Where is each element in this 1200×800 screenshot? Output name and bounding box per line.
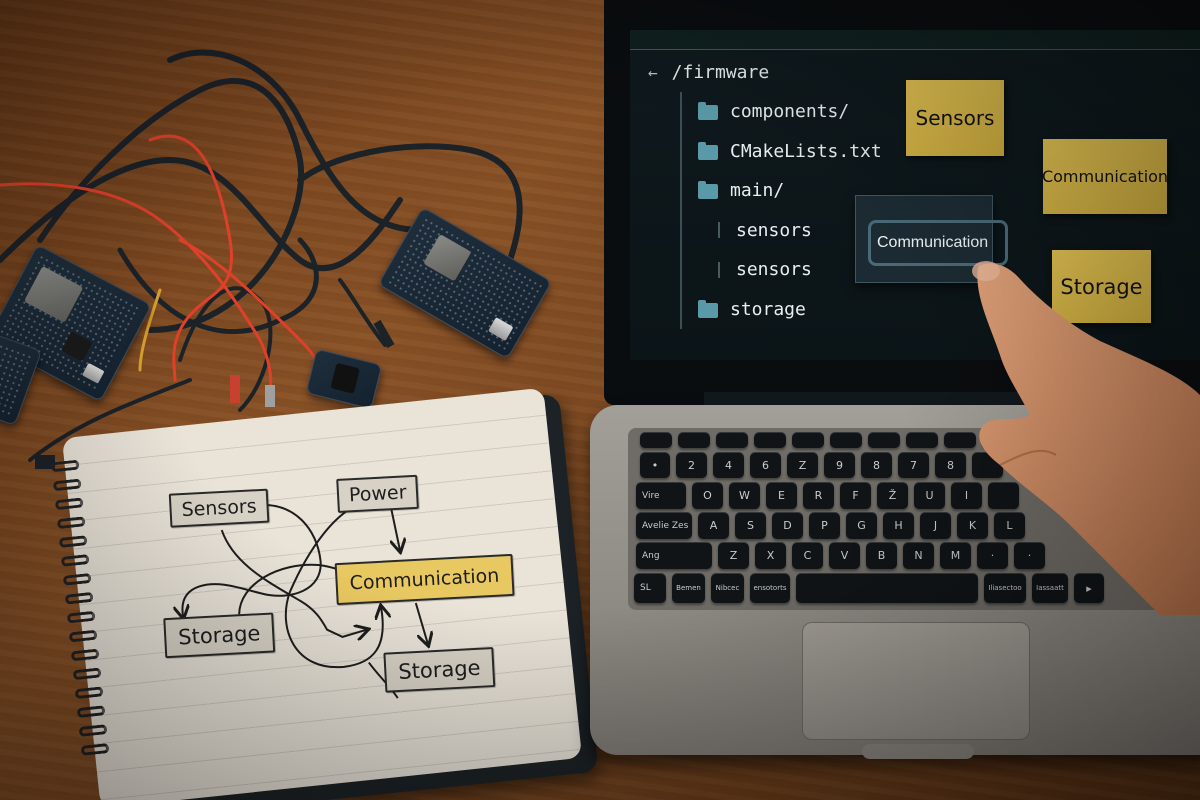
key[interactable]: Z — [718, 542, 749, 569]
key[interactable]: W — [729, 482, 760, 509]
key[interactable]: O — [692, 482, 723, 509]
tree-item-sensors-2[interactable]: sensors — [698, 250, 882, 290]
key-shift[interactable]: Ang — [636, 542, 712, 569]
key[interactable]: G — [846, 512, 877, 539]
file-tree-header: ← /firmware — [648, 60, 882, 84]
key-caps[interactable]: Avelie Zes — [636, 512, 692, 539]
key[interactable]: P — [809, 512, 840, 539]
key[interactable] — [716, 432, 748, 448]
key[interactable]: C — [792, 542, 823, 569]
key[interactable]: U — [914, 482, 945, 509]
key[interactable]: E — [766, 482, 797, 509]
screen-top-bar — [630, 30, 1200, 50]
back-arrow-icon[interactable]: ← — [648, 62, 658, 82]
key[interactable]: N — [903, 542, 934, 569]
key[interactable]: 9 — [824, 452, 855, 478]
key-row-numbers: • 2 4 6 Z 9 8 7 8 — [640, 452, 1003, 478]
sticky-note-storage[interactable]: Storage — [1052, 250, 1151, 323]
dragged-card-label: Communication — [868, 220, 1008, 266]
folder-icon — [698, 181, 718, 200]
tree-item-label: storage — [730, 298, 806, 320]
key[interactable]: D — [772, 512, 803, 539]
key-row-home: Avelie Zes A S D P G H J K L — [636, 512, 1025, 539]
key[interactable] — [640, 432, 672, 448]
key[interactable]: 6 — [750, 452, 781, 478]
tree-item-label: sensors — [736, 259, 812, 281]
diagram-box-storage-bottom: Storage — [383, 647, 496, 693]
key[interactable]: A — [698, 512, 729, 539]
key[interactable]: X — [755, 542, 786, 569]
dragged-communication-card[interactable]: Communication — [855, 195, 1008, 283]
key[interactable] — [982, 432, 1014, 448]
key[interactable] — [944, 432, 976, 448]
key-row-top-letters: Vire O W E R F Ž U I — [636, 482, 1019, 509]
key-row-function — [640, 432, 1014, 448]
key[interactable]: H — [883, 512, 914, 539]
laptop-opening-notch — [862, 744, 974, 759]
key[interactable] — [678, 432, 710, 448]
key[interactable]: · — [977, 542, 1008, 569]
tree-item-label: components/ — [730, 101, 850, 123]
key-fn[interactable]: SL — [634, 573, 666, 603]
tree-item-sensors-1[interactable]: sensors — [698, 211, 882, 251]
key-control[interactable]: Bemen — [672, 573, 705, 603]
diagram-box-storage-left: Storage — [163, 612, 276, 659]
key-command[interactable]: ensotorts — [750, 573, 790, 603]
key[interactable]: 8 — [861, 452, 892, 478]
folder-icon — [698, 102, 718, 121]
key[interactable]: V — [829, 542, 860, 569]
key[interactable]: B — [866, 542, 897, 569]
key[interactable]: 2 — [676, 452, 707, 478]
key[interactable] — [988, 482, 1019, 509]
key[interactable]: I — [951, 482, 982, 509]
key[interactable] — [754, 432, 786, 448]
key[interactable] — [868, 432, 900, 448]
tree-item-cmakelists[interactable]: CMakeLists.txt — [698, 132, 882, 172]
key-command-right[interactable]: Iliasectoo — [984, 573, 1026, 603]
key[interactable]: L — [994, 512, 1025, 539]
key-row-modifiers: SL Bemen Nibcec ensotorts Iliasectoo Ias… — [634, 573, 1104, 603]
key[interactable]: M — [940, 542, 971, 569]
file-tree-list: components/ CMakeLists.txt main/ sensors… — [680, 92, 882, 329]
key-row-bottom-letters: Ang Z X C V B N M · · — [636, 542, 1045, 569]
key[interactable]: 8 — [935, 452, 966, 478]
tree-item-components[interactable]: components/ — [698, 92, 882, 132]
key[interactable]: 4 — [713, 452, 744, 478]
key[interactable] — [972, 452, 1003, 478]
folder-icon — [698, 299, 718, 318]
key[interactable] — [792, 432, 824, 448]
tree-item-label: main/ — [730, 180, 785, 202]
sticky-note-communication[interactable]: Communication — [1042, 139, 1168, 214]
key-tab[interactable]: Vire — [636, 482, 686, 509]
sticky-note-sensors[interactable]: Sensors — [906, 80, 1004, 156]
key[interactable]: R — [803, 482, 834, 509]
diagram-box-power: Power — [336, 474, 420, 513]
key[interactable]: S — [735, 512, 766, 539]
key[interactable]: · — [1014, 542, 1045, 569]
key[interactable]: • — [640, 452, 670, 478]
key[interactable]: J — [920, 512, 951, 539]
key[interactable]: 7 — [898, 452, 929, 478]
tree-item-label: sensors — [736, 219, 812, 241]
key-space[interactable] — [796, 573, 978, 603]
trackpad[interactable] — [802, 622, 1030, 740]
key[interactable]: Ž — [877, 482, 908, 509]
tree-item-label: CMakeLists.txt — [730, 140, 882, 162]
diagram-box-sensors: Sensors — [168, 488, 270, 528]
tree-item-storage[interactable]: storage — [698, 290, 882, 330]
file-tree: ← /firmware components/ CMakeLists.txt m… — [648, 60, 882, 329]
key-option-right[interactable]: Iassaatt — [1032, 573, 1068, 603]
key-option[interactable]: Nibcec — [711, 573, 744, 603]
folder-icon — [698, 141, 718, 160]
key-arrow[interactable]: ▸ — [1074, 573, 1104, 603]
current-path: /firmware — [671, 61, 770, 83]
tree-item-main[interactable]: main/ — [698, 171, 882, 211]
key[interactable]: Z — [787, 452, 818, 478]
key[interactable] — [906, 432, 938, 448]
key[interactable] — [830, 432, 862, 448]
key[interactable]: K — [957, 512, 988, 539]
hand-drawn-diagram: Sensors Power Communication Storage Stor… — [133, 451, 515, 729]
key[interactable]: F — [840, 482, 871, 509]
